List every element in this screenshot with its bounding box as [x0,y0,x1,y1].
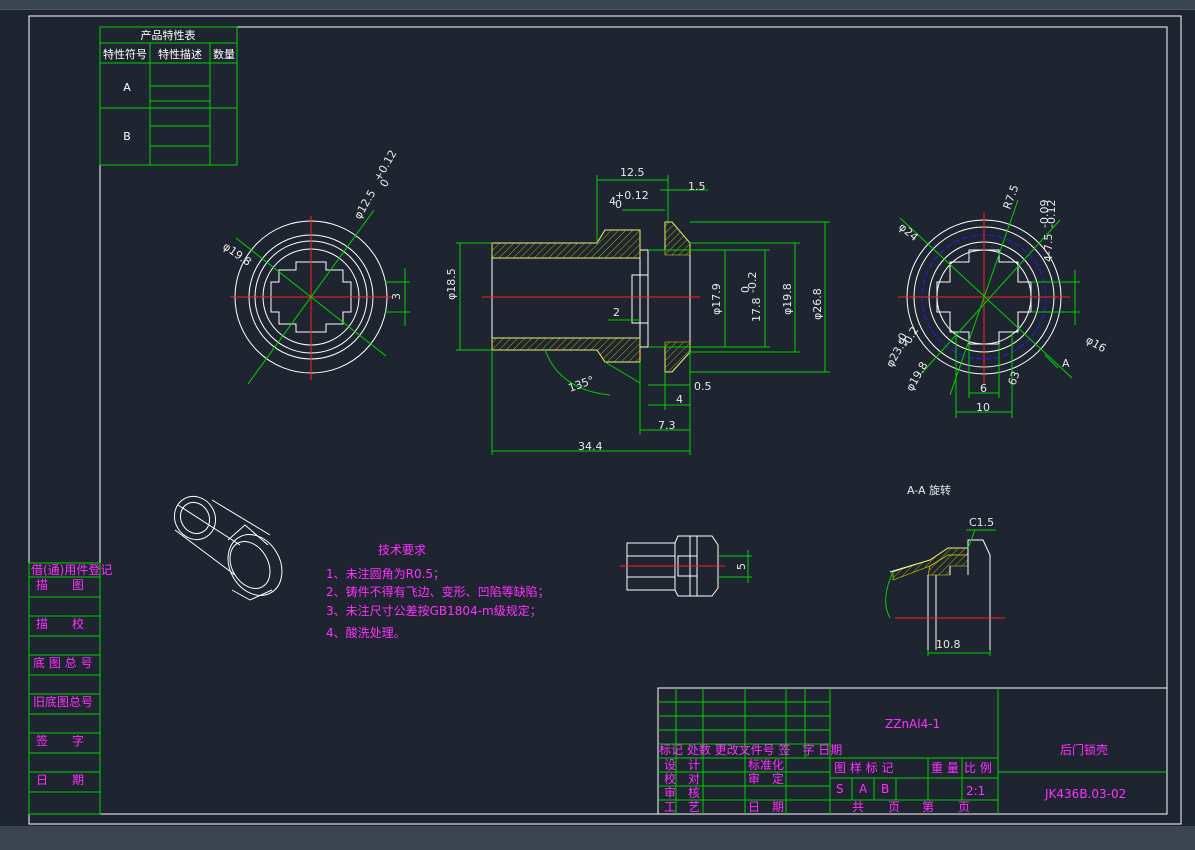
inner-frame [99,26,1168,815]
feature-table-header-symbol: 特性符号 [103,47,147,61]
section-aa-label: A-A 旋转 [907,483,951,497]
tech-req-item-1: 1、未注圆角为R0.5； [326,566,445,581]
dim-c1-5: C1.5 [969,516,994,529]
small-side-view: 5 [620,535,752,597]
role-check: 校 对 [664,771,700,786]
dim-left-dia-12-5: φ12.5 [351,188,378,222]
tech-req-item-2: 2、铸件不得有飞边、变形、凹陷等缺陷； [326,584,550,599]
drawing-number: JK436B.03-02 [1044,787,1126,801]
sheet-number: 第 页 [922,800,970,814]
dim-2: 2 [613,306,620,319]
left-register-strip: 借(通)用件登记 描 图 描 校 底 图 总 号 旧底图总号 签 字 日 期 [28,562,112,815]
strip-trace-check: 描 校 [36,616,84,631]
dim-left-tol-upper: +0.12 [371,148,399,184]
stage-a: A [859,782,868,796]
stage-b: B [881,782,889,796]
dim-17-8-tol-lower: -0.2 [746,272,759,293]
dim-dia-18-5: φ18.5 [445,268,458,300]
stage-header: 图 样 标 记 [834,760,893,775]
section-detail-aa: A-A 旋转 C1.5 10.8 [885,483,1005,656]
dim-left-dia-19-8: φ19.8 [220,240,253,269]
dim-4: 4 [609,195,616,208]
part-name: 后门锁壳 [1060,742,1108,757]
dim-right-6: 6 [980,382,987,395]
revision-header: 标记 处数 更改文件号 签 字 日期 [659,742,842,757]
stage-s: S [836,782,844,796]
tech-req-item-4: 4、酸洗处理。 [326,625,406,640]
scale-value: 2:1 [966,784,985,798]
label-date: 日 期 [748,800,784,814]
dim-4-tol-upper: +0.12 [615,189,649,202]
feature-table-title: 产品特性表 [141,28,196,42]
strip-borrowed-parts: 借(通)用件登记 [31,562,112,577]
dim-right-10: 10 [976,401,990,414]
dim-1-5: 1.5 [688,180,706,193]
feature-table: 产品特性表 特性符号 特性描述 数量 A B [99,26,238,166]
dim-4-tol-lower: 0 [615,198,622,211]
feature-table-header-qty: 数量 [213,48,235,61]
dim-right-r7-5: R7.5 [1001,183,1022,211]
feature-table-header-desc: 特性描述 [158,47,202,61]
right-end-view: φ24 R7.5 4-7.5 -0.09 -0.12 φ16 A φ23.9 -… [883,183,1108,418]
dim-right-tol-lower: -0.12 [1045,200,1058,228]
scale-label: 比 例 [964,761,992,775]
cad-status-bar [0,826,1195,850]
dim-small-5: 5 [735,563,748,570]
dim-right-dia-16: φ16 [1084,333,1109,355]
front-section-view: φ18.5 12.5 1.5 4 +0.12 0 2 φ17.9 17.8 0 … [445,166,830,455]
label-approval: 审 定 [748,771,784,786]
strip-base-drawing-no: 底 图 总 号 [33,655,92,670]
dim-34-4: 34.4 [578,440,603,453]
label-standardization: 标准化 [748,758,784,772]
feature-row-b: B [123,130,131,143]
dim-0-5: 0.5 [694,380,712,393]
material-spec: ZZnAl4-1 [885,717,940,731]
dim-12-5: 12.5 [620,166,645,179]
isometric-view [173,495,283,601]
dim-left-3: 3 [390,293,403,300]
outer-frame [28,15,1182,825]
feature-row-a: A [123,81,131,94]
dim-4-bottom: 4 [676,393,683,406]
tech-req-title: 技术要求 [378,543,426,557]
dim-dia-26-8: φ26.8 [811,288,824,320]
sheet-total: 共 页 [852,800,900,814]
dim-dia-17-9: φ17.9 [710,283,723,315]
dim-right-dia-19-8: φ19.8 [903,360,930,394]
strip-old-base-drawing-no: 旧底图总号 [33,694,93,709]
strip-tracing: 描 图 [36,578,84,592]
dim-17-8-tol-upper: 0 [739,286,752,293]
role-process: 工 艺 [664,800,700,814]
dim-right-4-7-5: 4-7.5 [1042,234,1055,262]
dim-right-tol-upper: -0.09 [1038,200,1051,228]
strip-signature: 签 字 [36,733,84,748]
section-mark-a: A [1062,357,1070,370]
dim-7-3: 7.3 [658,419,676,432]
dim-17-8: 17.8 [750,298,763,323]
dim-10-8: 10.8 [936,638,961,651]
dim-right-dia-24: φ24 [896,220,921,244]
dim-right-63: 63 [1006,369,1023,387]
tech-req-item-3: 3、未注尺寸公差按GB1804-m级规定； [326,603,542,618]
role-design: 设 计 [664,758,700,772]
weight-label: 重 量 [931,761,959,775]
role-review: 审 核 [664,785,700,800]
tech-requirements: 技术要求 1、未注圆角为R0.5； 2、铸件不得有飞边、变形、凹陷等缺陷； 3、… [326,543,550,640]
title-block: ZZnAl4-1 后门锁壳 JK436B.03-02 标记 处数 更改文件号 签… [657,687,1168,815]
strip-date: 日 期 [36,773,84,787]
left-end-view: φ19.8 φ12.5 +0.12 0 3 [220,148,410,385]
dim-dia-19-8: φ19.8 [781,283,794,315]
cad-top-toolbar [0,0,1195,10]
